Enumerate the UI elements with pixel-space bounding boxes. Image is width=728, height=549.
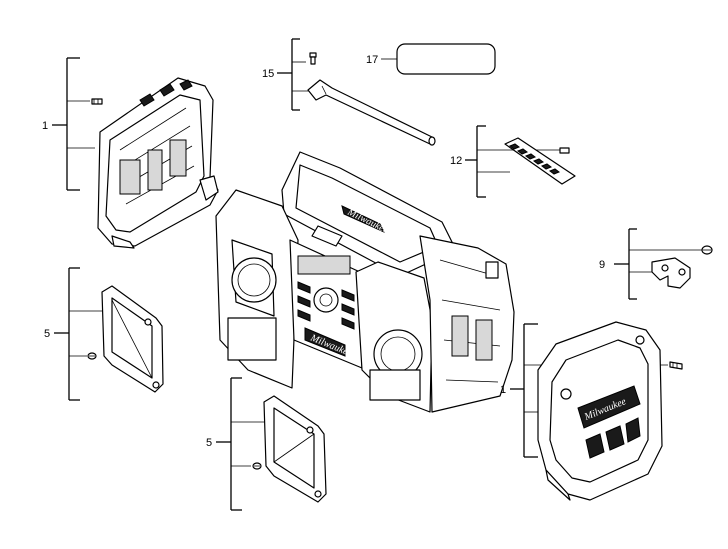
label-plate [396,43,496,75]
antenna [307,79,436,146]
end-cap-right: Milwaukee [537,321,663,501]
bracket [651,257,691,289]
screw-part-1-right [669,361,683,370]
callout-12: 12 [450,125,560,198]
button-strip [504,137,576,185]
speaker-grille-left [101,285,164,393]
callout-1-right-label: 1 [500,384,506,396]
speaker-screw-bottom [252,462,262,470]
callout-15: 15 [262,38,313,111]
callout-1-left-label: 1 [42,120,48,132]
button-strip-screw [559,147,570,154]
callout-9: 9 [599,228,704,300]
callout-12-label: 12 [450,155,462,167]
callout-1-left: 1 [42,57,95,191]
callout-17: 17 [366,43,496,75]
callout-15-label: 15 [262,68,274,80]
callout-5-left: 5 [44,267,102,401]
antenna-screw [309,52,317,65]
screw-part-1-left [91,98,103,105]
bracket-screw [701,245,713,255]
end-cap-left [97,77,219,249]
callout-5-bottom-label: 5 [206,437,212,449]
callout-5-bottom: 5 [206,377,264,511]
speaker-grille-bottom [263,395,327,503]
callout-9-label: 9 [599,259,605,271]
callout-5-left-label: 5 [44,328,50,340]
speaker-screw-left [87,352,97,360]
callout-17-label: 17 [366,54,378,66]
radio-main-body: Milwaukee Milwaukee [215,151,515,413]
